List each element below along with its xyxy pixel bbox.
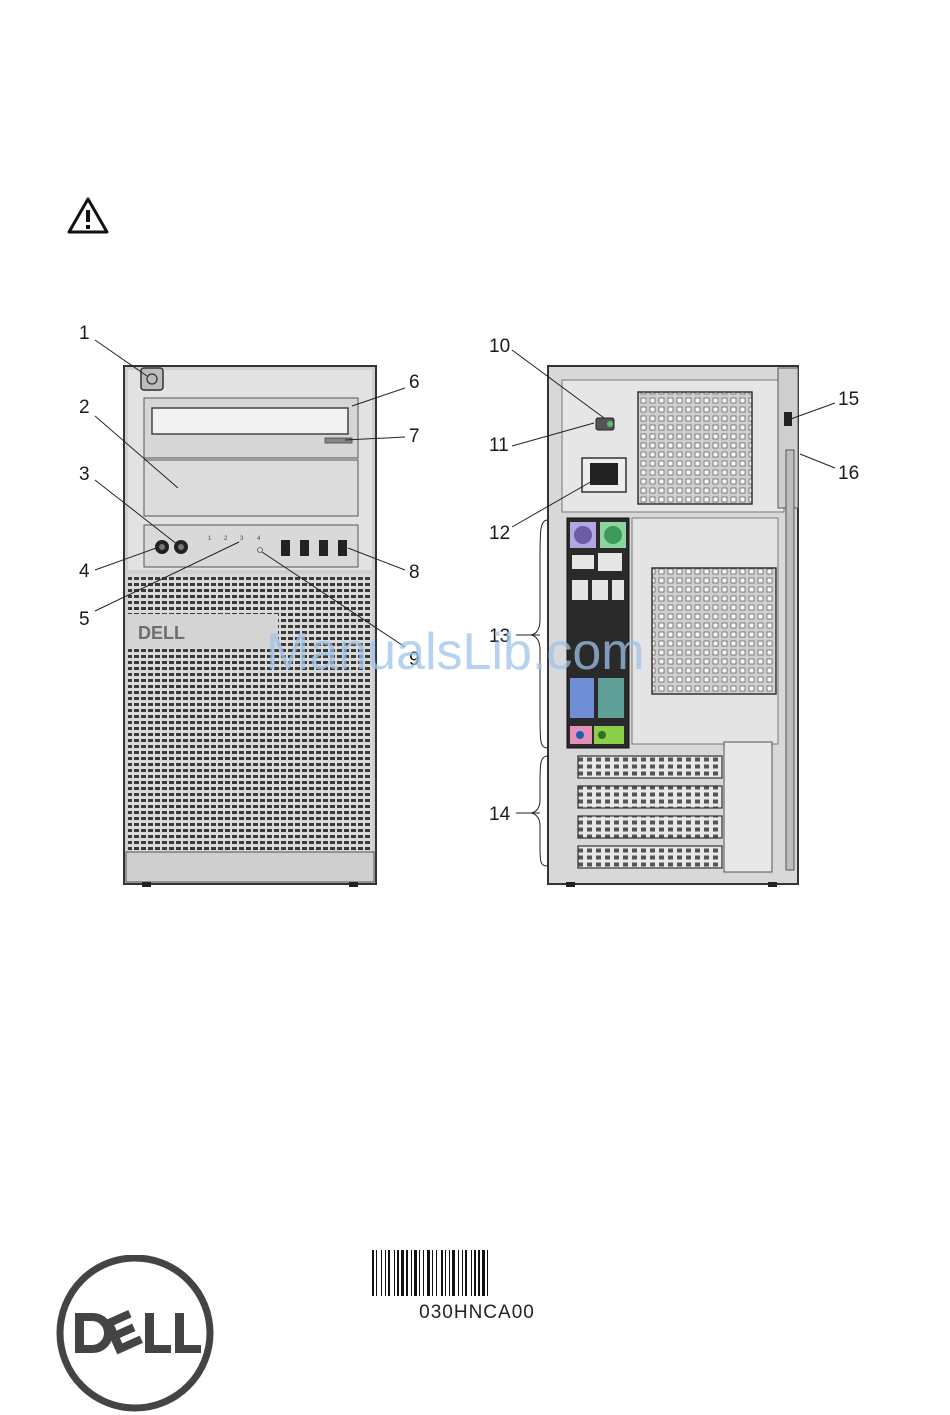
callout-15: 15	[838, 389, 859, 410]
callout-14: 14	[489, 804, 511, 825]
callout-3: 3	[79, 464, 90, 485]
callout-12: 12	[489, 523, 510, 544]
warning-icon	[66, 196, 110, 236]
computer-diagram: 1 2 3 4 DELL	[0, 300, 950, 900]
callout-2: 2	[79, 397, 90, 418]
callout-4: 4	[79, 561, 90, 582]
callout-16: 16	[838, 463, 859, 484]
callout-10: 10	[489, 336, 510, 357]
callout-5: 5	[79, 609, 90, 630]
power-button	[141, 368, 163, 390]
barcode-text: 030HNCA00	[370, 1302, 584, 1324]
optical-drive	[152, 408, 348, 434]
barcode	[370, 1250, 584, 1298]
callout-11: 11	[489, 435, 509, 456]
dell-circle-logo	[55, 1255, 219, 1415]
callout-6: 6	[409, 372, 420, 393]
callout-8: 8	[409, 562, 420, 583]
callout-7: 7	[409, 426, 420, 447]
drive-bay	[144, 460, 358, 516]
callout-1: 1	[79, 323, 90, 344]
optical-eject-button	[325, 438, 352, 443]
watermark: ManualsLib.com	[266, 622, 645, 682]
front-dell-logo: DELL	[138, 623, 185, 643]
